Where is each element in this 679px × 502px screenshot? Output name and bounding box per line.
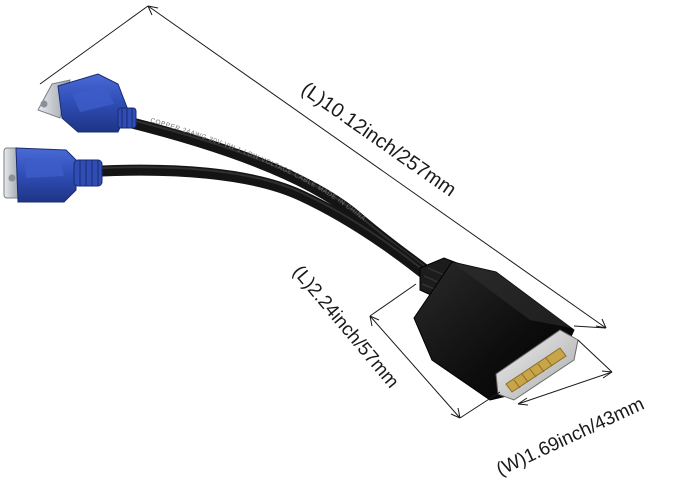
label-total-length: (L)10.12inch/257mm — [297, 78, 460, 201]
dimension-connector-width — [517, 339, 613, 406]
cable-lower — [96, 164, 438, 286]
vga-connector-lower — [3, 147, 103, 203]
gold-pins — [505, 347, 567, 393]
dms-connector — [413, 257, 579, 401]
dimension-connector-length — [369, 283, 501, 419]
label-connector-width: (W)1.69inch/43mm — [493, 394, 647, 481]
dimension-total-length — [39, 5, 607, 329]
vga-connector-upper — [37, 73, 137, 133]
label-connector-length: (L)2.24inch/57mm — [288, 262, 403, 393]
